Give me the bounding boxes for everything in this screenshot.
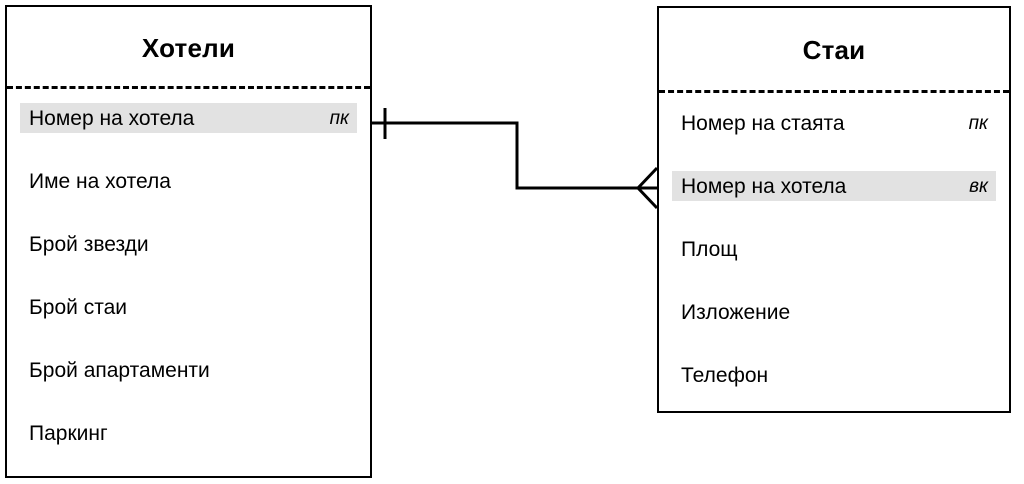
attribute-row[interactable]: Брой стаи (20, 292, 357, 322)
attribute-name: Площ (681, 237, 738, 261)
attribute-row[interactable]: Име на хотела (20, 166, 357, 196)
attribute-name: Брой апартаменти (29, 358, 210, 382)
key-marker-pk: пк (968, 112, 988, 134)
attribute-row[interactable]: Телефон (672, 360, 996, 390)
attribute-row[interactable]: Площ (672, 234, 996, 264)
attribute-name: Номер на хотела (681, 174, 847, 198)
attribute-row-primary-key[interactable]: Номер на хотела пк (20, 103, 357, 133)
attribute-name: Брой стаи (29, 295, 127, 319)
entity-title-hotels: Хотели (141, 33, 236, 63)
attribute-list-rooms: Номер на стаята пк Номер на хотела вк Пл… (659, 108, 1009, 423)
entity-header-divider (659, 90, 1009, 93)
key-marker-fk: вк (969, 175, 988, 197)
entity-box-hotels[interactable]: Хотели Номер на хотела пк Име на хотела … (5, 5, 372, 478)
entity-box-rooms[interactable]: Стаи Номер на стаята пк Номер на хотела … (657, 6, 1011, 413)
attribute-name: Изложение (681, 300, 791, 324)
attribute-name: Брой звезди (29, 232, 149, 256)
attribute-list-hotels: Номер на хотела пк Име на хотела Брой зв… (7, 103, 370, 481)
attribute-row[interactable]: Брой звезди (20, 229, 357, 259)
attribute-name: Номер на хотела (29, 106, 195, 130)
attribute-row[interactable]: Брой апартаменти (20, 355, 357, 385)
attribute-row[interactable]: Паркинг (20, 418, 357, 448)
attribute-row-primary-key[interactable]: Номер на стаята пк (672, 108, 996, 138)
attribute-name: Телефон (681, 363, 769, 387)
key-marker-pk: пк (329, 107, 349, 129)
attribute-row[interactable]: Изложение (672, 297, 996, 327)
entity-title-rooms: Стаи (802, 35, 866, 65)
attribute-row-foreign-key[interactable]: Номер на хотела вк (672, 171, 996, 201)
relationship-line (372, 121, 657, 190)
attribute-name: Номер на стаята (681, 111, 845, 135)
attribute-name: Паркинг (29, 421, 108, 445)
cardinality-many-crowsfoot-icon (635, 166, 659, 210)
entity-header-divider (7, 86, 370, 89)
attribute-name: Име на хотела (29, 169, 171, 193)
